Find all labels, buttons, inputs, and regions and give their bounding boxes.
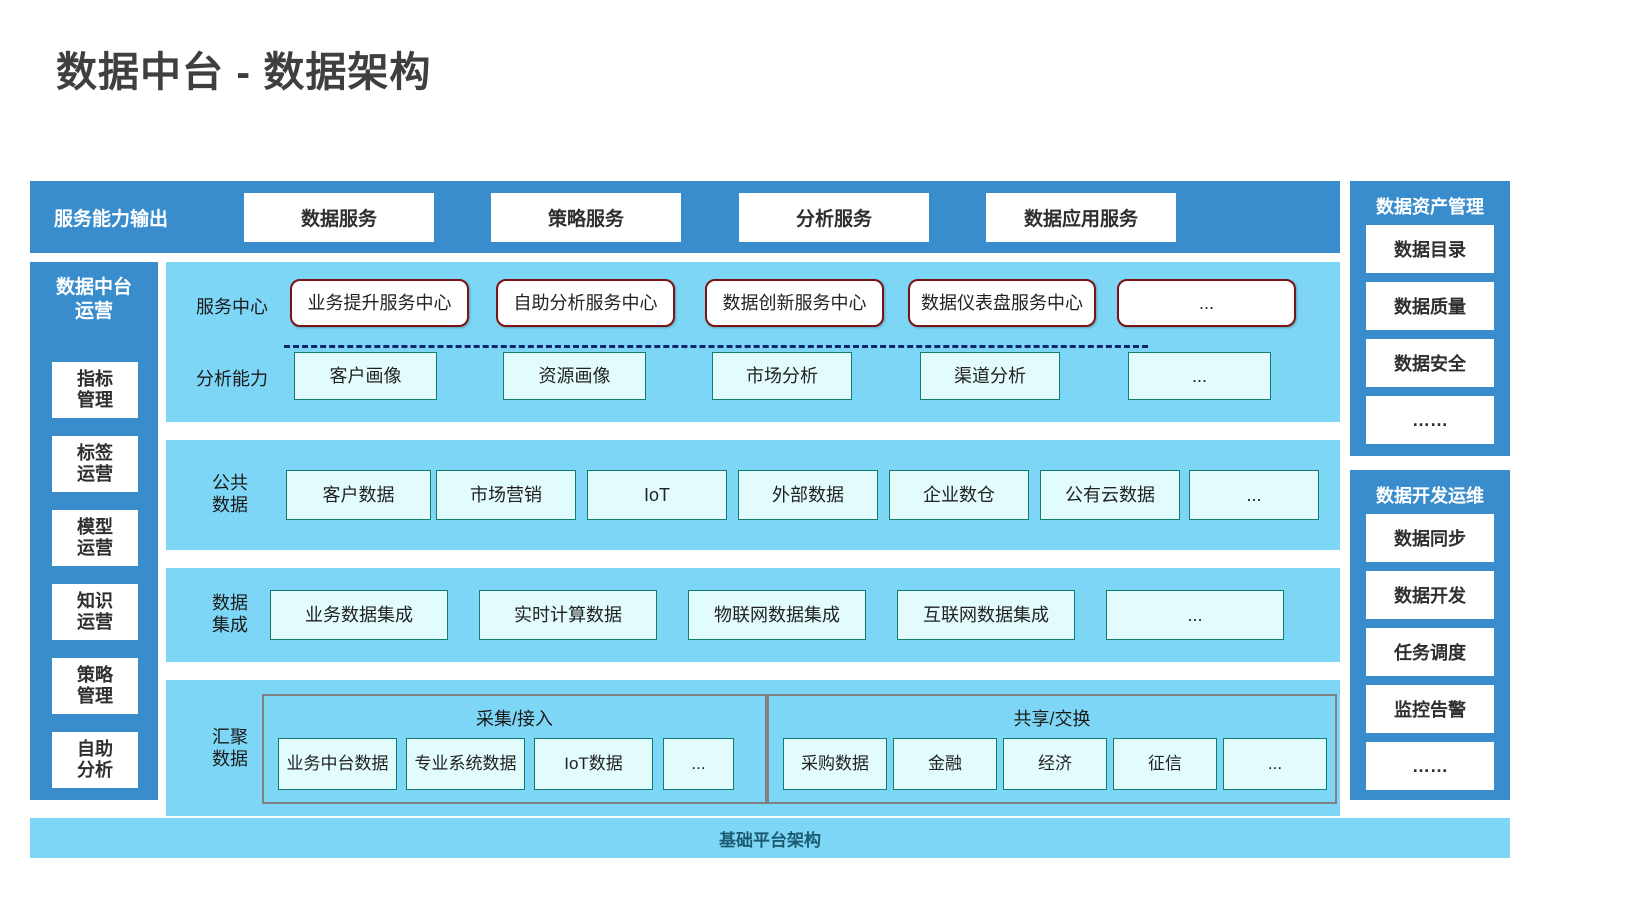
public-data-item-enterprise-dw[interactable]: 企业数仓 [889, 470, 1029, 520]
service-center-item-data-dashboard[interactable]: 数据仪表盘服务中心 [908, 279, 1096, 327]
asset-item-data-quality[interactable]: 数据质量 [1366, 282, 1494, 330]
sidebar-item-label: 分析 [77, 760, 113, 780]
service-chip-policy-service[interactable]: 策略服务 [491, 193, 681, 242]
sidebar-title-line2: 运营 [74, 300, 113, 322]
aggregate-item-business-midplatform-data[interactable]: 业务中台数据 [278, 738, 397, 790]
service-chip-analysis-service[interactable]: 分析服务 [739, 193, 929, 242]
service-chip-data-app-service[interactable]: 数据应用服务 [986, 193, 1176, 242]
integration-item-business-data[interactable]: 业务数据集成 [270, 590, 448, 640]
sidebar-item-label: 自助 [77, 738, 113, 759]
service-center-item-more[interactable]: ... [1117, 279, 1296, 327]
sidebar-item-model-operations[interactable]: 模型 运营 [52, 510, 138, 566]
sidebar-data-midplatform-operations: 数据中台 运营 指标 管理 标签 运营 模型 运营 知识 运营 [30, 262, 158, 800]
group-title-collection-access: 采集/接入 [475, 709, 553, 729]
service-center-item-business-improvement[interactable]: 业务提升服务中心 [290, 279, 469, 327]
service-center-item-data-innovation[interactable]: 数据创新服务中心 [705, 279, 884, 327]
platform-architecture-band: 基础平台架构 [30, 818, 1510, 858]
asset-item-data-security[interactable]: 数据安全 [1366, 339, 1494, 387]
sidebar-item-label: 运营 [77, 612, 113, 632]
sidebar-item-label: 指标 [77, 368, 113, 389]
sidebar-title: 数据中台 运营 [30, 276, 158, 324]
right-panel-title-data-dev-ops: 数据开发运维 [1376, 486, 1484, 506]
lane-aggregate-data: 汇聚 数据 采集/接入 业务中台数据 专业系统数据 IoT数据 ... 共享/交… [166, 680, 1340, 816]
sidebar-item-label: 管理 [77, 390, 113, 410]
public-data-item-public-cloud-data[interactable]: 公有云数据 [1040, 470, 1180, 520]
lane-service-and-analysis: 服务中心 业务提升服务中心 自助分析服务中心 数据创新服务中心 数据仪表盘服务中… [166, 262, 1340, 422]
aggregate-item-professional-system-data[interactable]: 专业系统数据 [406, 738, 525, 790]
sidebar-item-metric-management[interactable]: 指标 管理 [52, 362, 138, 418]
sidebar-item-tag-operations[interactable]: 标签 运营 [52, 436, 138, 492]
sidebar-item-label: 模型 [77, 516, 113, 537]
group-frame-share-exchange [767, 694, 1337, 804]
center-stack: 服务中心 业务提升服务中心 自助分析服务中心 数据创新服务中心 数据仪表盘服务中… [166, 262, 1340, 816]
integration-item-realtime-compute[interactable]: 实时计算数据 [479, 590, 657, 640]
row-label-service-center: 服务中心 [196, 297, 268, 318]
page-title: 数据中台 - 数据架构 [56, 49, 432, 95]
lane-data-integration: 数据 集成 业务数据集成 实时计算数据 物联网数据集成 互联网数据集成 ... [166, 568, 1340, 662]
platform-architecture-label: 基础平台架构 [719, 830, 821, 850]
analysis-item-resource-profile[interactable]: 资源画像 [503, 352, 646, 400]
sidebar-item-self-service-analysis[interactable]: 自助 分析 [52, 732, 138, 788]
service-capability-label: 服务能力输出 [54, 208, 169, 230]
integration-item-internet-data[interactable]: 互联网数据集成 [897, 590, 1075, 640]
service-capability-band: 服务能力输出 数据服务 策略服务 分析服务 数据应用服务 [30, 181, 1340, 253]
asset-item-more[interactable]: …… [1366, 396, 1494, 444]
integration-item-more[interactable]: ... [1106, 590, 1284, 640]
devops-item-data-sync[interactable]: 数据同步 [1366, 514, 1494, 562]
lane-divider-dashed [284, 345, 1148, 348]
integration-item-iot-data[interactable]: 物联网数据集成 [688, 590, 866, 640]
sidebar-item-label: 标签 [77, 442, 113, 463]
public-data-item-iot[interactable]: IoT [587, 470, 727, 520]
aggregate-item-credit[interactable]: 征信 [1113, 738, 1217, 790]
public-data-item-more[interactable]: ... [1189, 470, 1319, 520]
aggregate-item-collection-more[interactable]: ... [663, 738, 734, 790]
sidebar-item-label: 运营 [77, 538, 113, 558]
devops-item-more[interactable]: …… [1366, 742, 1494, 790]
group-frame-collection-access [262, 694, 767, 804]
aggregate-item-share-more[interactable]: ... [1223, 738, 1327, 790]
aggregate-item-finance[interactable]: 金融 [893, 738, 997, 790]
row-label-public-data: 公共 数据 [212, 473, 248, 515]
devops-item-monitoring-alerts[interactable]: 监控告警 [1366, 685, 1494, 733]
analysis-item-more[interactable]: ... [1128, 352, 1271, 400]
sidebar-item-label: 策略 [77, 664, 113, 685]
sidebar-item-label: 知识 [77, 590, 113, 611]
right-panel-data-asset-management: 数据资产管理 数据目录 数据质量 数据安全 …… [1350, 181, 1510, 456]
devops-item-data-development[interactable]: 数据开发 [1366, 571, 1494, 619]
asset-item-data-catalog[interactable]: 数据目录 [1366, 225, 1494, 273]
aggregate-item-economy[interactable]: 经济 [1003, 738, 1107, 790]
public-data-item-external-data[interactable]: 外部数据 [738, 470, 878, 520]
row-label-aggregate-data: 汇聚 数据 [212, 727, 248, 769]
aggregate-item-iot-data[interactable]: IoT数据 [534, 738, 653, 790]
sidebar-item-label: 管理 [77, 686, 113, 706]
analysis-item-channel-analysis[interactable]: 渠道分析 [920, 352, 1060, 400]
sidebar-item-label: 运营 [77, 464, 113, 484]
lane-public-data: 公共 数据 客户数据 市场营销 IoT 外部数据 企业数仓 公有云数据 ... [166, 440, 1340, 550]
devops-item-task-scheduling[interactable]: 任务调度 [1366, 628, 1494, 676]
service-chip-data-service[interactable]: 数据服务 [244, 193, 434, 242]
public-data-item-customer-data[interactable]: 客户数据 [286, 470, 431, 520]
aggregate-item-procurement-data[interactable]: 采购数据 [783, 738, 887, 790]
public-data-item-marketing[interactable]: 市场营销 [436, 470, 576, 520]
row-label-data-integration: 数据 集成 [212, 593, 248, 635]
group-title-share-exchange: 共享/交换 [1013, 709, 1091, 729]
service-center-item-self-service-analysis[interactable]: 自助分析服务中心 [496, 279, 675, 327]
row-label-analysis-capability: 分析能力 [196, 369, 268, 390]
analysis-item-market-analysis[interactable]: 市场分析 [712, 352, 852, 400]
sidebar-title-line1: 数据中台 [55, 277, 132, 298]
right-panel-data-dev-ops: 数据开发运维 数据同步 数据开发 任务调度 监控告警 …… [1350, 470, 1510, 800]
right-panel-title-data-asset-management: 数据资产管理 [1376, 197, 1484, 217]
sidebar-item-knowledge-operations[interactable]: 知识 运营 [52, 584, 138, 640]
analysis-item-customer-profile[interactable]: 客户画像 [294, 352, 437, 400]
sidebar-item-policy-management[interactable]: 策略 管理 [52, 658, 138, 714]
